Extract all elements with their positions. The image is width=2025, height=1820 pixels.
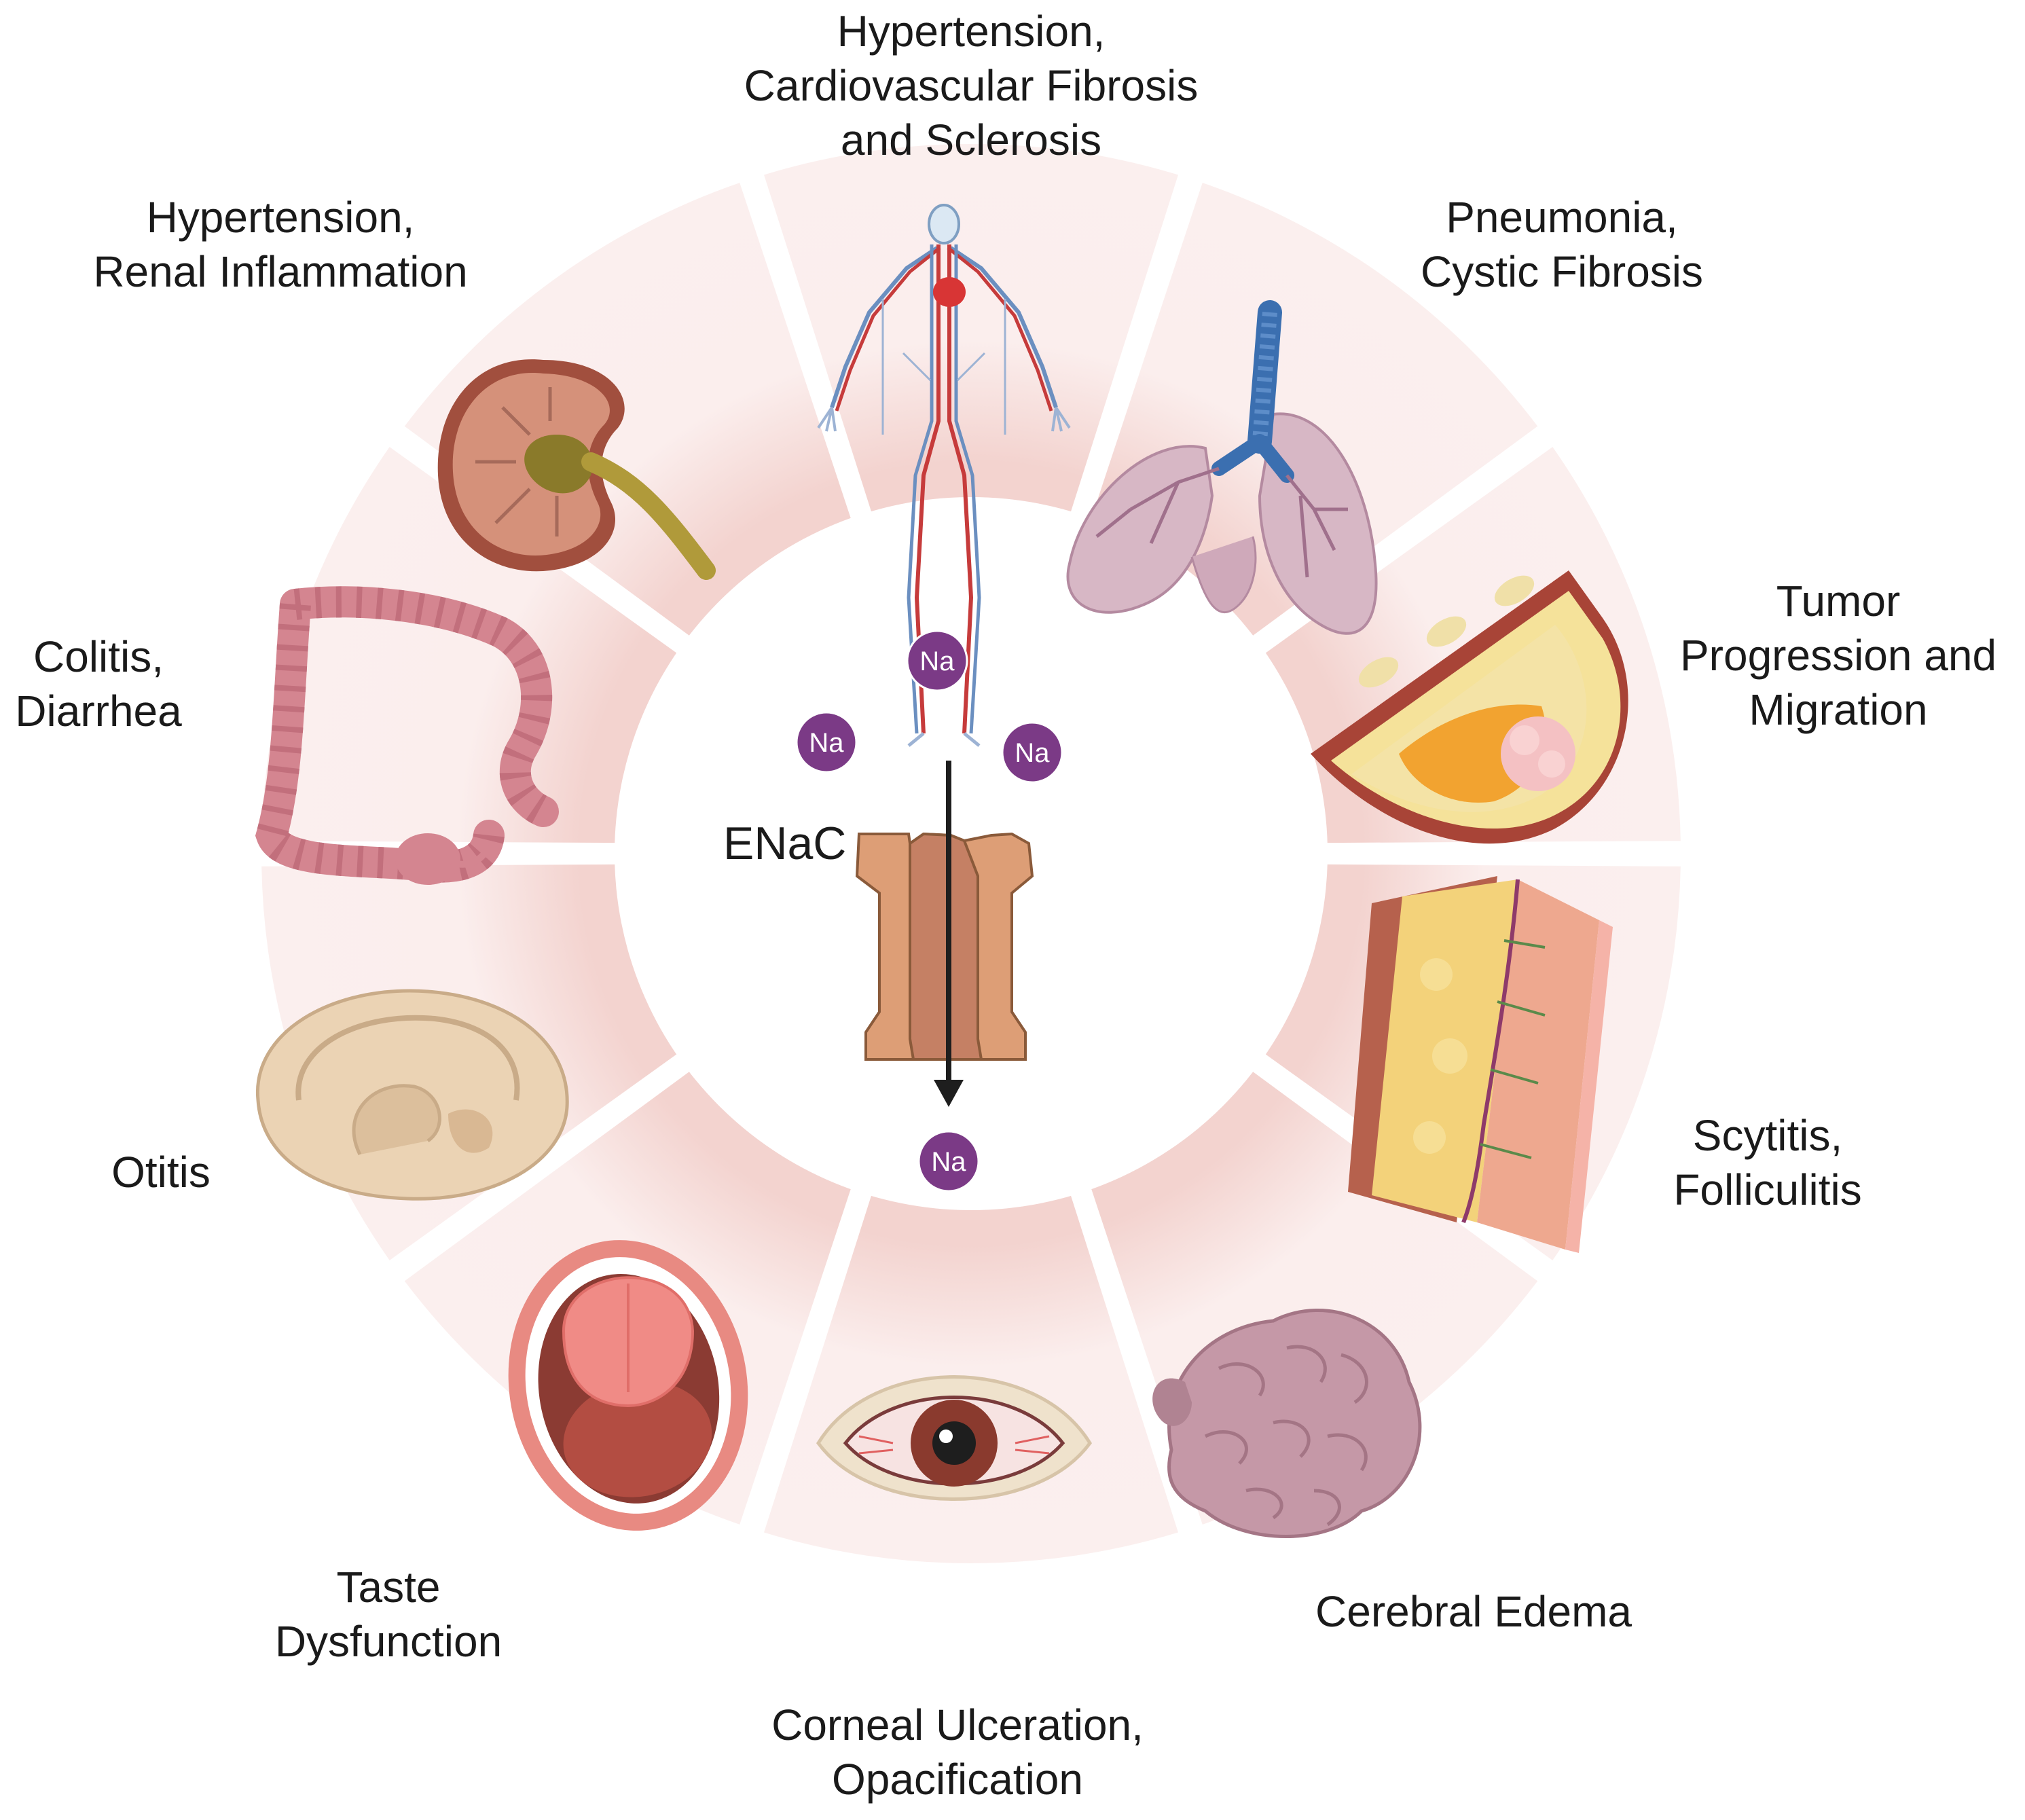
lungs-icon — [1066, 300, 1378, 635]
kidney-icon — [437, 359, 716, 580]
svg-text:Na: Na — [809, 728, 844, 758]
ring-segment-colon — [261, 447, 696, 843]
ring-segment-vasculature — [764, 144, 1178, 534]
circulatory-system-icon — [817, 204, 1071, 747]
brain-icon — [1152, 1309, 1422, 1538]
label-colitis: Colitis, Diarrhea — [15, 632, 182, 735]
label-tumor: Tumor Progression and Migration — [1679, 577, 1997, 734]
label-corneal: Corneal Ulceration, Opacification — [771, 1700, 1144, 1804]
skin-cross-section-icon — [1348, 876, 1613, 1253]
label-pneumonia: Pneumonia, Cystic Fibrosis — [1420, 193, 1704, 296]
enac-label: ENaC — [723, 818, 846, 869]
na-ion: Na — [795, 711, 858, 774]
na-ions: Na Na Na Na — [795, 630, 1063, 1193]
breast-tumor-icon — [1311, 570, 1628, 844]
label-scytitis: Scytitis, Folliculitis — [1673, 1111, 1862, 1214]
mouth-tongue-icon — [508, 1240, 748, 1531]
na-ion: Na — [917, 1130, 980, 1193]
label-renal: Hypertension, Renal Inflammation — [93, 193, 468, 296]
label-otitis: Otitis — [111, 1148, 211, 1197]
label-taste: Taste Dysfunction — [274, 1563, 503, 1666]
transport-arrow — [934, 761, 964, 1107]
enac-channel: ENaC — [723, 818, 1034, 1061]
na-ion: Na — [906, 630, 968, 692]
ring-segment-kidney — [404, 183, 858, 650]
eye-icon — [816, 1375, 1093, 1501]
label-cardiovascular: Hypertension, Cardiovascular Fibrosis an… — [744, 7, 1199, 164]
na-ion: Na — [1001, 721, 1063, 784]
svg-text:Na: Na — [919, 647, 955, 676]
colon-icon — [255, 586, 559, 885]
svg-text:Na: Na — [1015, 738, 1050, 768]
svg-text:Na: Na — [931, 1147, 966, 1177]
organ-icons — [255, 204, 1628, 1538]
label-cerebral-edema: Cerebral Edema — [1315, 1587, 1632, 1636]
ear-icon — [255, 989, 569, 1201]
enac-channel-core — [909, 832, 983, 1061]
